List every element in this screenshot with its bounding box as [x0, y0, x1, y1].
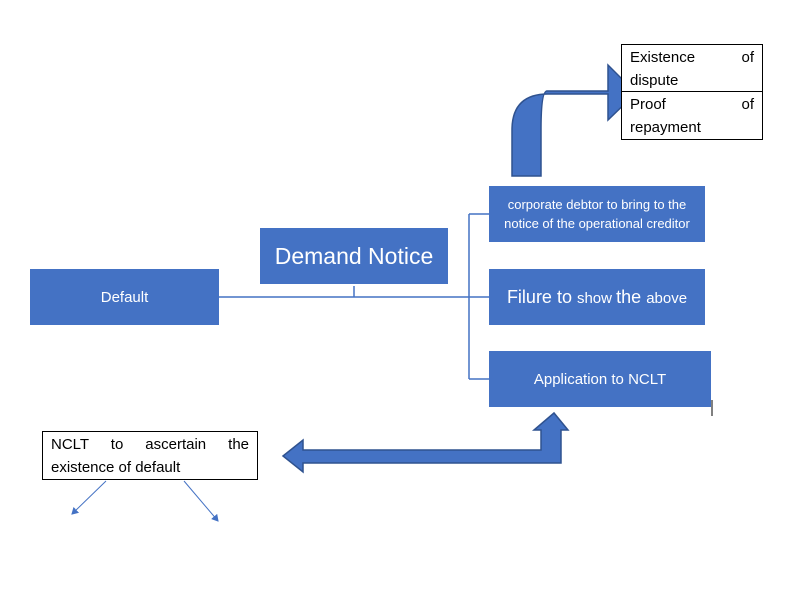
existence-of-dispute-box: Existence of dispute: [621, 44, 763, 92]
failure-box: Filure to show the above: [489, 269, 705, 325]
failure-label: Filure to show the above: [507, 287, 687, 308]
bent-arrow-up-right: [511, 63, 638, 177]
branch-arrow-right: [183, 480, 219, 522]
failure-label-part-b: show: [576, 289, 617, 307]
proof-of-repayment-label: Proof of repayment: [630, 96, 754, 136]
nclt-ascertain-box: NCLT to ascertain the existence of defau…: [42, 431, 258, 480]
demand-notice-label: Demand Notice: [274, 242, 434, 269]
nclt-ascertain-label: NCLT to ascertain the existence of defau…: [51, 436, 249, 476]
proof-of-repayment-box: Proof of repayment: [621, 91, 763, 140]
default-label: Default: [100, 288, 149, 306]
failure-label-part-a: Filure to: [506, 286, 577, 307]
corporate-debtor-label: corporate debtor to bring to the notice …: [504, 197, 690, 231]
branch-arrow-left: [71, 480, 107, 515]
demand-notice-box: Demand Notice: [260, 228, 448, 284]
double-arrow-left-up: [281, 411, 570, 474]
corporate-debtor-box: corporate debtor to bring to the notice …: [489, 186, 705, 242]
existence-of-dispute-label: Existence of dispute: [630, 49, 754, 89]
application-box: Application to NCLT: [489, 351, 711, 407]
application-label: Application to NCLT: [533, 370, 667, 388]
default-box: Default: [30, 269, 219, 325]
failure-label-part-d: above: [646, 289, 688, 307]
failure-label-part-c: the: [616, 286, 647, 307]
